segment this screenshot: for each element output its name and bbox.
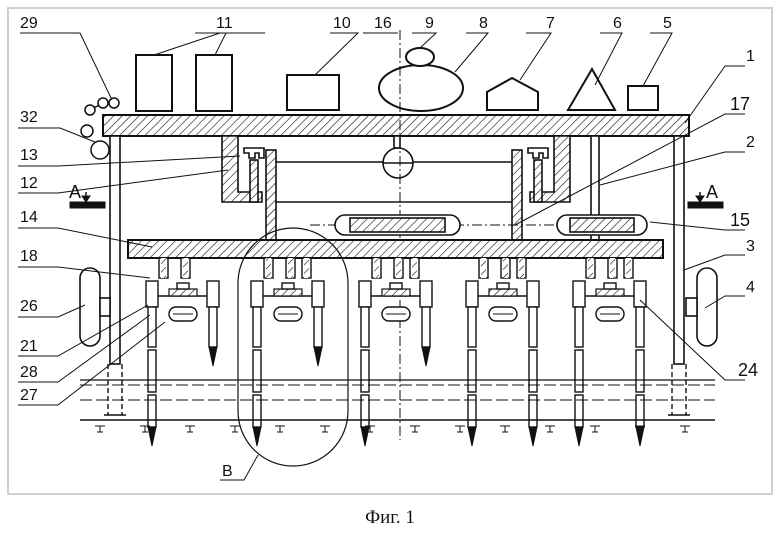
block-11b — [196, 55, 232, 111]
ground — [80, 380, 715, 420]
callout-16: 16 — [374, 15, 392, 32]
side-block — [466, 281, 478, 307]
circle-32 — [91, 141, 109, 159]
callout-5: 5 — [663, 15, 672, 32]
callout-29: 29 — [20, 15, 38, 32]
section-a-left: А — [69, 182, 81, 202]
rod — [636, 350, 644, 392]
rod — [253, 307, 261, 347]
bracket-left — [222, 136, 264, 202]
side-block — [634, 281, 646, 307]
callout-b: В — [222, 463, 233, 480]
bracket-right — [528, 136, 570, 202]
spike — [422, 347, 430, 366]
callout-3: 3 — [746, 238, 755, 255]
side-block — [573, 281, 585, 307]
callout-12: 12 — [20, 175, 38, 192]
callout-2: 2 — [746, 134, 755, 151]
section-arrows — [70, 192, 723, 208]
rod — [314, 307, 322, 347]
callout-4: 4 — [746, 279, 755, 296]
rod — [209, 307, 217, 347]
rod — [422, 307, 430, 347]
callout-26: 26 — [20, 298, 38, 315]
callout-1: 1 — [746, 48, 755, 65]
block-7 — [487, 78, 538, 110]
callout-17: 17 — [730, 94, 750, 114]
callout-10: 10 — [333, 15, 351, 32]
post-extensions — [104, 364, 690, 415]
side-block — [207, 281, 219, 307]
callout-21: 21 — [20, 338, 38, 355]
rod — [575, 350, 583, 392]
spike — [148, 427, 156, 446]
callout-28: 28 — [20, 364, 38, 381]
rods — [276, 136, 512, 202]
side-block — [146, 281, 158, 307]
callout-13: 13 — [20, 147, 38, 164]
side-block — [420, 281, 432, 307]
block-11a — [136, 55, 172, 111]
lower-frame-14 — [128, 240, 663, 258]
spike — [529, 427, 537, 446]
rod — [148, 350, 156, 392]
spike — [575, 427, 583, 446]
rod — [148, 307, 156, 347]
rod — [361, 307, 369, 347]
callout-24: 24 — [738, 360, 758, 380]
side-block — [312, 281, 324, 307]
callout-9: 9 — [425, 15, 434, 32]
tank-8 — [379, 65, 463, 111]
figure-caption: Фиг. 1 — [0, 507, 780, 529]
callout-32: 32 — [20, 109, 38, 126]
rod — [529, 350, 537, 392]
callout-7: 7 — [546, 15, 555, 32]
plate — [169, 289, 197, 296]
digging-units — [146, 258, 646, 446]
callout-14: 14 — [20, 209, 38, 226]
rod — [636, 307, 644, 347]
rod — [253, 350, 261, 392]
callout-8: 8 — [479, 15, 488, 32]
top-equipment — [136, 48, 658, 111]
patent-figure: А А 29 11 10 16 9 8 7 — [0, 0, 780, 500]
block-5 — [628, 86, 658, 110]
rod — [361, 350, 369, 392]
plate — [489, 289, 517, 296]
callout-18: 18 — [20, 248, 38, 265]
plate — [382, 289, 410, 296]
upper-frame-1 — [103, 115, 689, 136]
plate — [274, 289, 302, 296]
callout-27: 27 — [20, 387, 38, 404]
rod — [529, 307, 537, 347]
callout-15: 15 — [730, 210, 750, 230]
spike — [468, 427, 476, 446]
block-10 — [287, 75, 339, 110]
triangle-6 — [568, 69, 615, 110]
cap-9 — [406, 48, 434, 66]
spike — [253, 427, 261, 446]
callout-6: 6 — [613, 15, 622, 32]
side-block — [527, 281, 539, 307]
ground-hatching — [95, 426, 690, 432]
spike — [314, 347, 322, 366]
plate — [596, 289, 624, 296]
side-block — [359, 281, 371, 307]
section-a-right: А — [706, 182, 718, 202]
rod — [575, 307, 583, 347]
rod — [468, 350, 476, 392]
rod — [468, 307, 476, 347]
spike — [209, 347, 217, 366]
callout-11: 11 — [216, 15, 233, 32]
spike — [361, 427, 369, 446]
side-block — [251, 281, 263, 307]
